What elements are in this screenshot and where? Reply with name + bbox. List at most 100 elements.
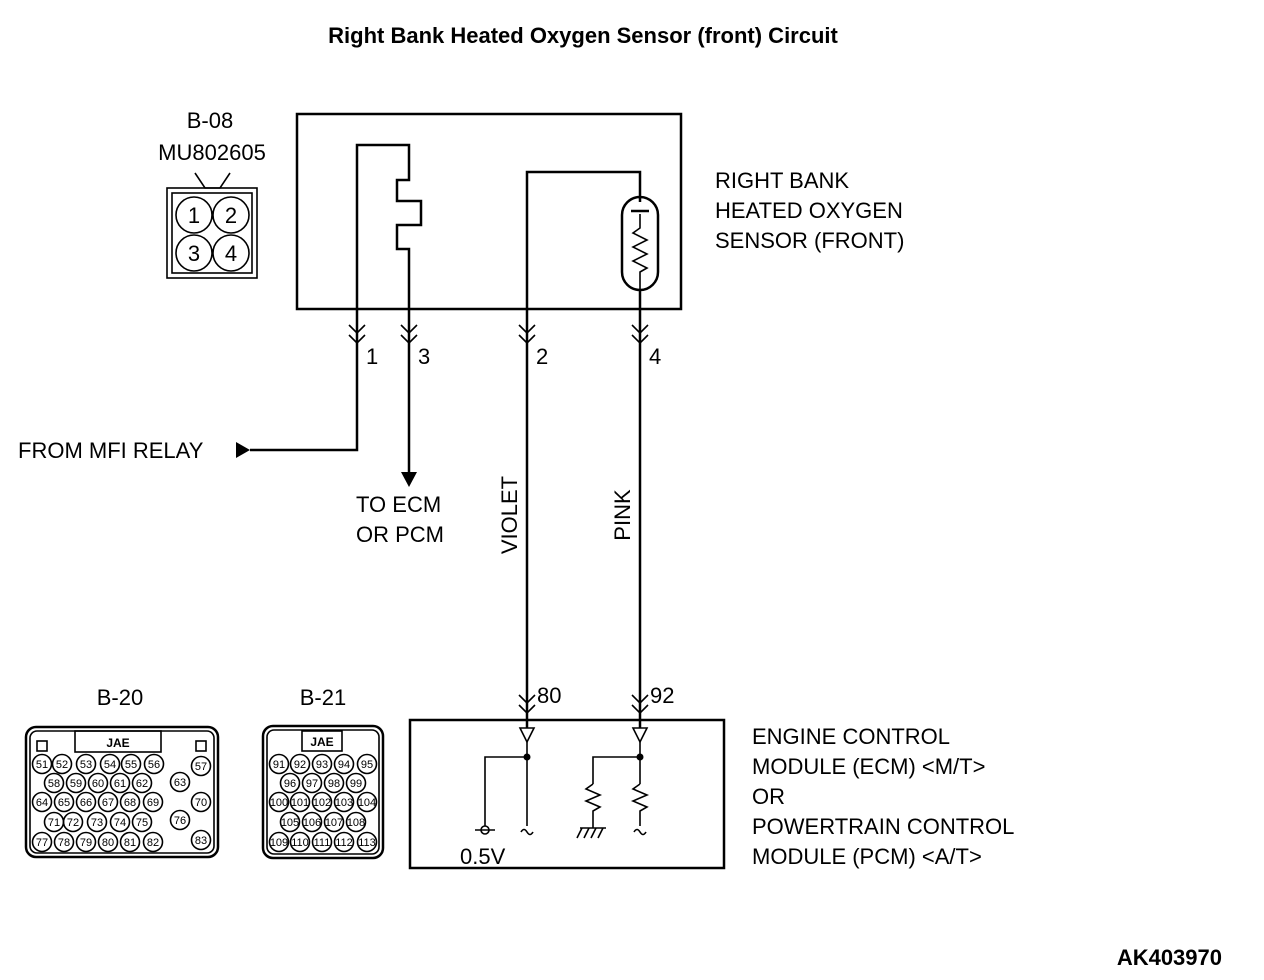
connector-pin-circle <box>53 831 75 853</box>
ecm-label-line: OR <box>752 784 785 809</box>
connector-pin-circle <box>31 753 53 775</box>
connector-pin-label: 64 <box>36 797 48 809</box>
connector-pin-label: 101 <box>291 797 309 809</box>
connector-pin-circle <box>53 791 75 813</box>
connector-pin-circle <box>289 831 311 853</box>
connector-pin-label: 96 <box>284 778 296 790</box>
connector-pin-circle <box>289 791 311 813</box>
connector-pin-label: 76 <box>174 815 186 827</box>
to-ecm-label-line: TO ECM <box>356 492 441 517</box>
connector-pin-circle <box>75 753 97 775</box>
connector-pin-label: 98 <box>328 778 340 790</box>
ecm-terminal-chevrons <box>518 694 649 715</box>
connector-pin-circle <box>289 753 311 775</box>
ecm-label-line: POWERTRAIN CONTROL <box>752 814 1014 839</box>
connector-pin-circle <box>301 772 323 794</box>
connector-pin-circle <box>268 831 290 853</box>
ecm-pin-number: 80 <box>537 683 561 708</box>
connector-pin-label: 105 <box>281 817 299 829</box>
connector-b20-brand: JAE <box>106 736 129 750</box>
sensor-connector-pin: 4 <box>225 241 237 266</box>
connector-pin-circle <box>356 831 378 853</box>
connector-pin-circle <box>75 791 97 813</box>
connector-pin-label: 53 <box>80 759 92 771</box>
wire-pin1 <box>250 309 359 452</box>
connector-pin-label: 62 <box>136 778 148 790</box>
connector-pin-circle <box>345 772 367 794</box>
ecm-label-line: MODULE (PCM) <A/T> <box>752 844 982 869</box>
diagram-title: Right Bank Heated Oxygen Sensor (front) … <box>328 23 838 48</box>
connector-pin-label: 94 <box>338 759 350 771</box>
connector-pin-circle <box>311 831 333 853</box>
connector-pin-label: 58 <box>48 778 60 790</box>
connector-pin-circle <box>279 772 301 794</box>
connector-pin-circle <box>323 811 345 833</box>
connector-pin-circle <box>301 811 323 833</box>
sensor-connector-pin: 3 <box>188 241 200 266</box>
connector-pin-circle <box>75 831 97 853</box>
connector-pin-label: 80 <box>102 837 114 849</box>
connector-pin-label: 93 <box>316 759 328 771</box>
sensor-pin-number: 2 <box>536 344 548 369</box>
connector-pin-label: 63 <box>174 777 186 789</box>
ecm-label-line: MODULE (ECM) <M/T> <box>752 754 985 779</box>
connector-pin-circle <box>333 831 355 853</box>
connector-pin-label: 72 <box>67 817 79 829</box>
connector-pin-label: 103 <box>335 797 353 809</box>
connector-pin-label: 60 <box>92 778 104 790</box>
connector-pin-circle <box>169 771 191 793</box>
connector-pin-circle <box>169 809 191 831</box>
connector-pin-circle <box>333 791 355 813</box>
connector-pin-circle <box>31 791 53 813</box>
sensor-connector-pin: 1 <box>188 203 200 228</box>
connector-pin-circle <box>356 753 378 775</box>
connector-pin-label: 65 <box>58 797 70 809</box>
connector-pin-circle <box>131 811 153 833</box>
ecm-box <box>408 718 726 870</box>
connector-pin-circle <box>190 755 212 777</box>
sensor-label-line: SENSOR (FRONT) <box>715 228 904 253</box>
connector-pin-circle <box>97 831 119 853</box>
connector-pin-label: 102 <box>313 797 331 809</box>
connector-pin-label: 91 <box>273 759 285 771</box>
ecm-label-line: ENGINE CONTROL <box>752 724 950 749</box>
connector-pin-label: 82 <box>147 837 159 849</box>
connector-pin-label: 83 <box>195 835 207 847</box>
connector-pin-label: 69 <box>147 797 159 809</box>
connector-pin-circle <box>97 791 119 813</box>
connector-pin-label: 67 <box>102 797 114 809</box>
connector-pin-circle <box>333 753 355 775</box>
wire-color-pink: PINK <box>610 489 635 541</box>
ecm-pin-number: 92 <box>650 683 674 708</box>
connector-pin-circle <box>119 831 141 853</box>
connector-pin-label: 107 <box>325 817 343 829</box>
connector-pin-circle <box>142 791 164 813</box>
connector-pin-circle <box>87 772 109 794</box>
ecm-voltage-label: 0.5V <box>460 844 506 869</box>
terminal-chevrons <box>348 324 649 345</box>
connector-pin-label: 71 <box>48 817 60 829</box>
connector-pin-label: 75 <box>136 817 148 829</box>
connector-pin-label: 54 <box>104 759 116 771</box>
connector-pin-label: 52 <box>56 759 68 771</box>
connector-pin-label: 68 <box>124 797 136 809</box>
connector-pin-label: 104 <box>358 797 376 809</box>
sensor-pin-number: 3 <box>418 344 430 369</box>
connector-pin-circle <box>279 811 301 833</box>
connector-pin-circle <box>31 831 53 853</box>
sensor-label-line: RIGHT BANK <box>715 168 849 193</box>
connector-pin-label: 59 <box>70 778 82 790</box>
connector-pin-label: 113 <box>358 837 376 849</box>
connector-pin-circle <box>109 772 131 794</box>
figure-id: AK403970 <box>1117 945 1222 970</box>
to-ecm-label-line: OR PCM <box>356 522 444 547</box>
to-ecm-arrow-icon <box>401 472 417 487</box>
connector-b20-id: B-20 <box>97 685 143 710</box>
connector-pin-label: 55 <box>125 759 137 771</box>
connector-pin-label: 95 <box>361 759 373 771</box>
relay-arrow-icon <box>236 442 250 458</box>
connector-pin-circle <box>190 791 212 813</box>
connector-pin-label: 57 <box>195 761 207 773</box>
connector-pin-circle <box>99 753 121 775</box>
